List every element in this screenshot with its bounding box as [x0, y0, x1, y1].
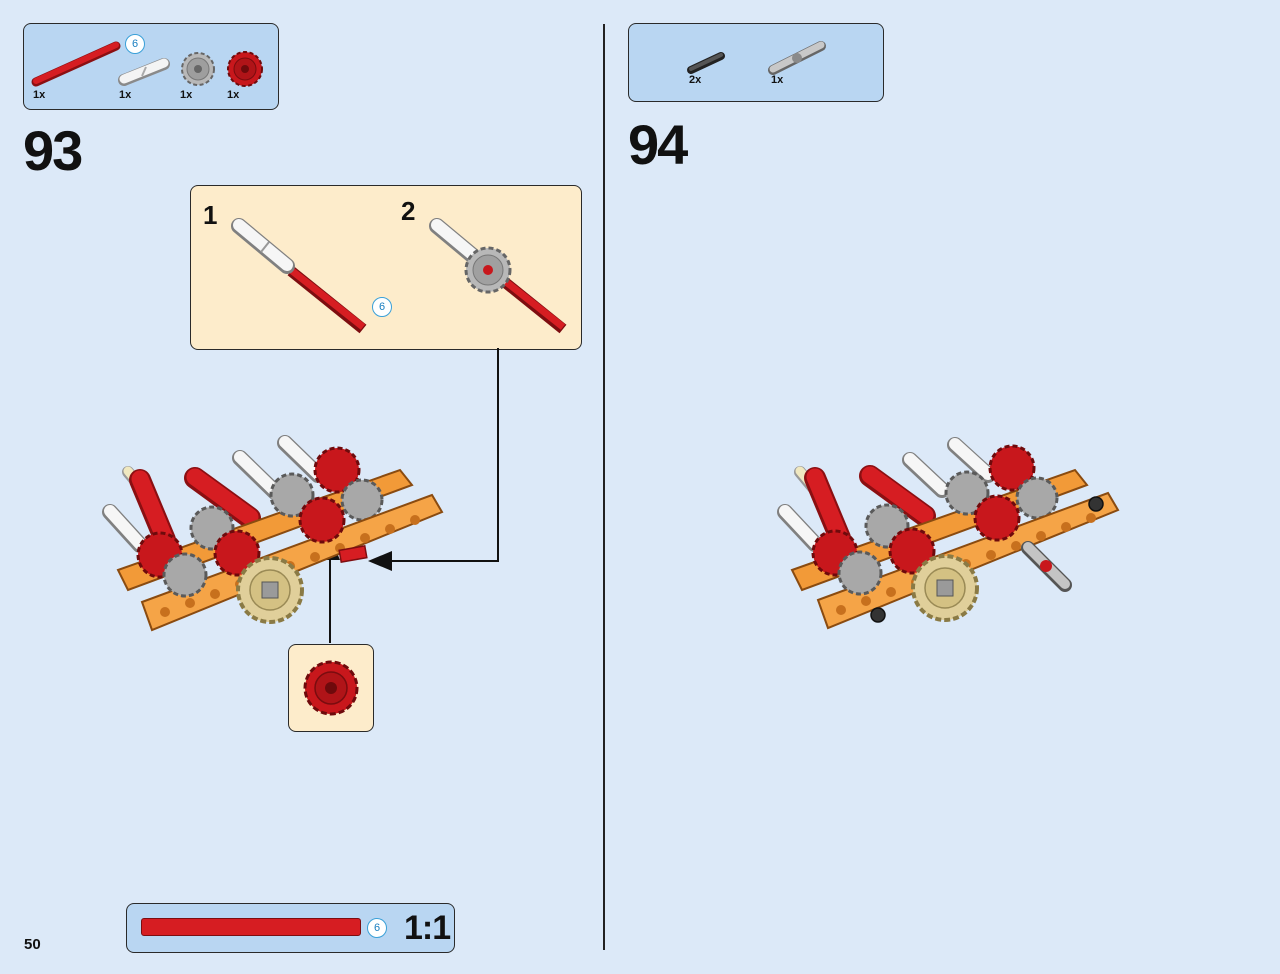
red-gear-callout-art	[303, 660, 359, 716]
step-93-parts-box: 6 1x 1x 1x 1x	[23, 23, 279, 110]
ruler-red-axle-icon	[141, 918, 361, 936]
tan-gear-icon	[911, 554, 979, 622]
black-axle-connector-icon	[687, 52, 725, 74]
ruler-length-badge: 6	[367, 918, 387, 938]
substep-number-2: 2	[401, 196, 416, 226]
step-93-parts-art	[31, 41, 263, 87]
step-94-assembly	[777, 437, 1120, 630]
red-gear-icon	[303, 660, 359, 716]
universal-joint-icon	[1021, 541, 1072, 592]
part-qty: 1x	[227, 89, 240, 101]
red-axle-icon	[804, 465, 936, 549]
axle-length-badge: 6	[125, 34, 145, 54]
red-axle-icon	[31, 41, 121, 87]
step-93-subassembly-box: 1 2 6	[190, 185, 582, 350]
part-qty: 1x	[33, 89, 46, 101]
page-divider	[603, 24, 605, 950]
part-qty: 1x	[119, 89, 132, 101]
ruler-scale: 1:1	[404, 909, 451, 947]
step-number-93: 93	[23, 119, 83, 182]
substep-1-axle-icon	[231, 218, 367, 334]
axle-length-badge: 6	[372, 297, 392, 317]
step-number-94: 94	[628, 113, 688, 176]
part-qty: 1x	[180, 89, 193, 101]
step-93-assembly	[102, 348, 499, 643]
short-red-axle-icon	[338, 544, 368, 564]
substep-2-axle-gear-icon	[429, 218, 567, 334]
gear-row-front	[837, 494, 1021, 596]
universal-joint-icon	[768, 41, 826, 75]
substep-number-1: 1	[203, 200, 218, 230]
red-gear-icon	[227, 51, 263, 87]
callout-arrow	[368, 348, 499, 571]
gear-callout-box	[288, 644, 374, 732]
part-qty: 1x	[771, 74, 784, 86]
tan-gear-icon	[236, 556, 304, 624]
part-qty: 2x	[689, 74, 702, 86]
red-axle-icon	[129, 467, 261, 551]
page-number: 50	[24, 936, 41, 953]
step-94-parts-box: 2x 1x	[628, 23, 884, 102]
gray-gear-icon	[181, 52, 215, 86]
black-axle-connector-icon	[870, 496, 1104, 623]
step-94-parts-art	[687, 41, 826, 75]
white-axle-pin-icon	[118, 58, 170, 86]
gear-row-back	[136, 446, 384, 579]
gear-row-front	[162, 496, 346, 598]
axle-length-ruler: 6 1:1	[126, 903, 455, 953]
subassembly-art	[231, 218, 567, 334]
